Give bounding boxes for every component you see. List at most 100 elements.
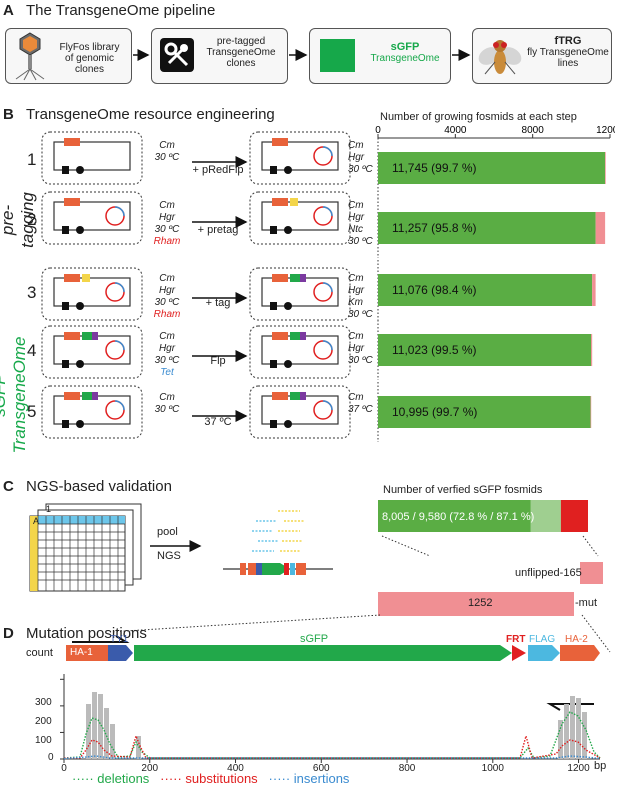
growth-tick-label: 12000 [596,125,615,136]
condition-text: 30 ºC [154,404,180,415]
growth-tick-label: 4000 [444,125,467,136]
seg-label-flag: FLAG [529,634,556,645]
condition-text: Cm [159,200,175,211]
plasmid-backbone [53,335,131,365]
seg-label-sgfp: sGFP [300,633,329,645]
goi-block [64,138,80,146]
panel-a-letter: A [3,2,14,19]
pool-label: pool [157,526,178,538]
frt-segment [512,645,526,661]
sgfp-block [290,332,300,340]
pipeline-box-sgfp: sGFP TransgeneOme [309,28,451,84]
legend-substitutions: substitutions [185,771,258,786]
panel-c-letter: C [3,478,14,495]
kan-block [92,332,98,340]
condition-text: 30 ºC [154,297,180,308]
ha1-segment [66,645,108,661]
step-number: 3 [27,283,37,302]
legend-deletions: deletions [97,771,150,786]
breakdown-lines [378,535,603,616]
tag-block [290,198,298,206]
helper-plasmid-arc [322,206,333,217]
goi-block [272,138,288,146]
kan-block [300,274,306,282]
helper-plasmid-arc [114,282,125,293]
result-text: 30 ºC [348,309,373,320]
condition-text: 30 ºC [154,355,180,366]
goi-block [272,274,288,282]
plate-front [29,515,126,592]
result-text: Ntc [348,224,363,235]
sgfp-segment [134,645,512,661]
mutation-plot [60,614,611,763]
seg-label-ty1: TY1 [110,634,129,645]
sgfp-square-icon [320,39,355,72]
sgfp-block [82,392,92,400]
d-xtick-label: 200 [141,763,159,774]
condition-text: Hgr [158,343,176,354]
tools-icon [160,38,194,72]
growth-bar-ok [378,152,606,184]
d-ytick-0: 0 [48,752,54,763]
box3-line2: TransgeneOme [370,53,440,64]
growth-chart-title: Number of growing fosmids at each step [380,111,577,123]
fly-icon [478,40,522,75]
ty1-segment [108,645,133,661]
result-text: Km [348,297,363,308]
box2-line2: TransgeneOme [206,47,276,58]
pipeline-box-ftrg: fTRG fly TransgeneOme lines [472,28,612,84]
helper-plasmid-arc [114,340,125,351]
helper-plasmid-arc [114,400,125,411]
box2-line3: clones [226,58,256,69]
growth-bar-label: 11,023 (99.5 %) [392,343,477,357]
seg-label-frt: FRT [506,634,526,645]
substitutions-trace [64,733,601,759]
condition-text: Rham [153,236,181,247]
kan-block [300,392,306,400]
fori-marker [284,360,292,368]
d-xtick-label: 1000 [481,763,504,774]
growth-chart: 04000800012000 11,745 (99.7 %)11,257 (95… [375,125,615,442]
verified-bar [378,500,531,532]
panel-d-title: Mutation positions [26,625,147,642]
panel-d-letter: D [3,625,14,642]
growth-bar-ok [378,396,591,428]
growth-bar-ok [378,274,593,306]
step-arrow-label: 37 ºC [204,416,232,428]
condition-text: Hgr [158,285,176,296]
growth-bar-lost [590,396,592,428]
goi-block [64,198,80,206]
result-text: Cm [348,331,364,342]
growth-bar-label: 10,995 (99.7 %) [392,405,477,419]
fori-marker [76,360,84,368]
d-xtick-label: 800 [398,763,416,774]
cat-block [270,226,277,234]
plasmid-box [249,385,351,439]
kan-block [92,392,98,400]
helper-plasmid-arc [322,146,333,157]
step-number: 2 [27,210,37,229]
cat-block [62,302,69,310]
mut-bar [378,592,574,616]
step-arrow-label: + tag [205,297,231,309]
growth-bar-label: 11,745 (99.7 %) [392,161,477,175]
cat-block [270,420,277,428]
plasmid-backbone [261,335,339,365]
mut-text: mut [578,597,598,609]
pipeline-box-pretagged: pre-tagged TransgeneOme clones [151,28,288,84]
plate-stack [29,503,142,592]
cat-block [62,420,69,428]
count-axis-label: count [26,647,53,659]
sgfp-block [290,392,300,400]
result-text: Cm [348,392,364,403]
fori-marker [76,420,84,428]
failed-bar [560,500,588,532]
goi-block [272,392,288,400]
condition-text: Cm [159,331,175,342]
growth-bar-lost [605,152,606,184]
unflipped-label: unflipped-165 [515,567,582,579]
unflipped-bar [580,562,603,584]
condition-text: 30 ºC [154,224,180,235]
